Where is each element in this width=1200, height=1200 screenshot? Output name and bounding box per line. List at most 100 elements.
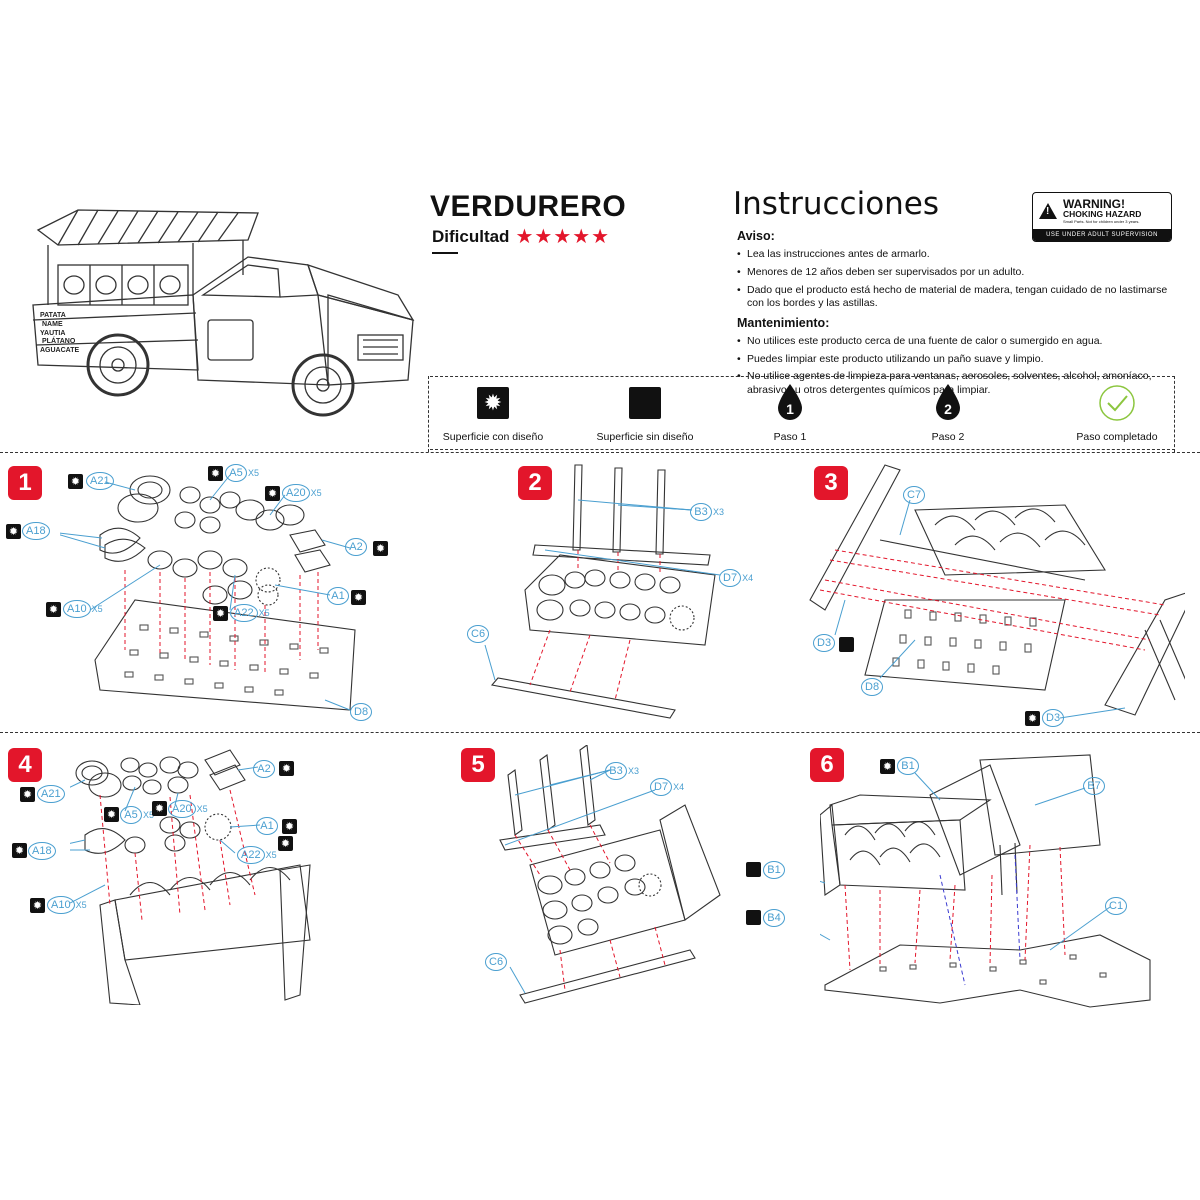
patterned-surface-icon: ✹ (351, 590, 366, 605)
notice-item: Menores de 12 años deben ser supervisado… (737, 266, 1177, 280)
part-label: C7 (903, 486, 926, 504)
step-1-badge: 1 (8, 466, 42, 500)
patterned-surface-icon: ✹ (1025, 711, 1040, 726)
warning-triangle-icon (1039, 203, 1057, 219)
step-4-badge: 4 (8, 748, 42, 782)
notice-list: Lea las instrucciones antes de armarlo. … (737, 248, 1177, 311)
part-label: D8 (861, 678, 884, 696)
notice-item: Dado que el producto está hecho de mater… (737, 284, 1177, 311)
grid-divider (428, 376, 429, 452)
legend-step1: 1 Paso 1 (715, 384, 865, 443)
truck-text-5: AGUACATE (40, 347, 79, 354)
step-4-diagram (70, 749, 311, 1005)
step-6-diagram (820, 754, 1151, 1008)
patterned-surface-icon: ✹ (279, 761, 294, 776)
legend-step2: 2 Paso 2 (873, 384, 1023, 443)
step-5-badge: 5 (461, 748, 495, 782)
truck-text-1: PATATA (40, 312, 66, 319)
part-label: B1 (897, 757, 920, 775)
part-label: A2 (345, 538, 368, 556)
difficulty-label: Dificultad (432, 226, 510, 246)
step-2-diagram (484, 464, 721, 719)
truck-text-3: YAUTIA (40, 330, 65, 337)
check-icon (1099, 385, 1135, 421)
difficulty-stars: ★★★★★ (515, 226, 611, 248)
warning-subtitle: CHOKING HAZARD (1063, 209, 1142, 220)
patterned-surface-icon: ✹ (208, 466, 223, 481)
title-underline (432, 252, 458, 254)
part-label: C6 (467, 625, 490, 643)
patterned-surface-icon: ✹ (477, 387, 509, 419)
part-label: D3 (813, 634, 836, 652)
plain-surface-icon (629, 387, 661, 419)
warning-title: WARNING! (1063, 197, 1125, 212)
legend-label: Paso completado (1076, 431, 1158, 443)
step-6-badge: 6 (810, 748, 844, 782)
legend-bar: ✹ Superficie con diseño Superficie sin d… (430, 376, 1175, 450)
patterned-surface-icon: ✹ (12, 843, 27, 858)
step-1-drop-icon: 1 (778, 384, 802, 420)
step-3-diagram (809, 464, 1185, 719)
legend-plain: Superficie sin diseño (570, 385, 720, 443)
patterned-surface-icon: ✹ (373, 541, 388, 556)
patterned-surface-icon: ✹ (20, 787, 35, 802)
part-label: A1 (327, 587, 350, 605)
part-label: A21 (86, 472, 115, 490)
step-1-diagram (60, 474, 356, 711)
truck-illustration: PATATA NAME YAUTIA PLÁTANO AGUACATE (32, 209, 415, 417)
step-5-diagram (499, 745, 721, 1004)
warning-fineprint: Small Parts. Not for children under 3 ye… (1063, 218, 1140, 224)
instructions-text: Aviso: Lea las instrucciones antes de ar… (737, 225, 1177, 402)
part-label: B7 (1083, 777, 1106, 795)
notice-item: Lea las instrucciones antes de armarlo. (737, 248, 1177, 262)
notice-heading: Aviso: (737, 229, 775, 243)
maintenance-list: No utilices este producto cerca de una f… (737, 335, 1177, 398)
choking-hazard-warning: WARNING! CHOKING HAZARD Small Parts. Not… (1032, 192, 1172, 242)
svg-text:1: 1 (786, 401, 794, 417)
part-label: D3 (1042, 709, 1065, 727)
svg-text:2: 2 (944, 401, 952, 417)
patterned-surface-icon: ✹ (6, 524, 21, 539)
patterned-surface-icon: ✹ (213, 606, 228, 621)
legend-label: Paso 1 (773, 431, 807, 443)
plain-surface-icon (746, 910, 761, 925)
part-label: A21 (37, 785, 66, 803)
grid-divider (0, 452, 1200, 453)
plain-surface-icon (839, 637, 854, 652)
patterned-surface-icon: ✹ (880, 759, 895, 774)
patterned-surface-icon: ✹ (152, 801, 167, 816)
patterned-surface-icon: ✹ (46, 602, 61, 617)
difficulty-row: Dificultad ★★★★★ (432, 224, 610, 249)
part-label: A18 (28, 842, 57, 860)
truck-text-4: PLÁTANO (42, 336, 76, 345)
patterned-surface-icon: ✹ (30, 898, 45, 913)
legend-complete: Paso completado (1042, 385, 1192, 443)
maintenance-heading: Mantenimiento: (737, 315, 830, 330)
patterned-surface-icon: ✹ (68, 474, 83, 489)
patterned-surface-icon: ✹ (278, 836, 293, 851)
part-label: A18 (22, 522, 51, 540)
legend-patterned: ✹ Superficie con diseño (418, 385, 568, 443)
grid-divider (1174, 376, 1175, 452)
product-title: VERDURERO (430, 190, 627, 223)
part-label: A2 (253, 760, 276, 778)
legend-label: Superficie sin diseño (596, 431, 694, 443)
warning-bottom-bar: USE UNDER ADULT SUPERVISION (1033, 229, 1171, 241)
part-label: C6 (485, 953, 508, 971)
part-label: B1 (763, 861, 786, 879)
plain-surface-icon (746, 862, 761, 877)
part-label: D8 (350, 703, 373, 721)
patterned-surface-icon: ✹ (104, 807, 119, 822)
